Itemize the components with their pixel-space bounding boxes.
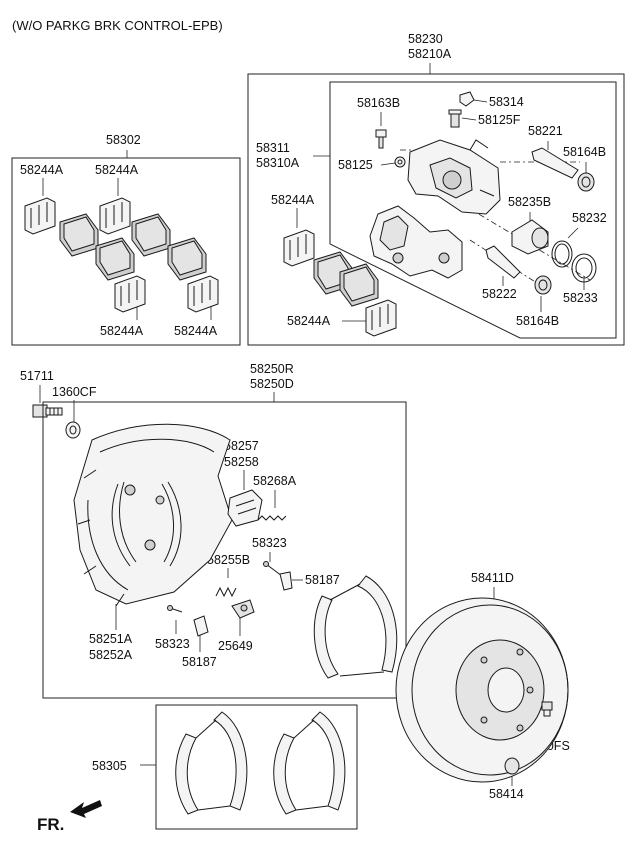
bolt-code[interactable]: 51711 [20, 369, 54, 383]
spring-58255B [215, 586, 237, 598]
pin-58323-top [263, 561, 283, 577]
caliper-pad-label-bottom[interactable]: 58244A [287, 314, 331, 328]
part-58251A-label[interactable]: 58251A [89, 632, 133, 646]
part-58268A-label[interactable]: 58268A [253, 474, 297, 488]
part-58257-label[interactable]: 58257 [224, 439, 259, 453]
retainer-58187-right [279, 571, 293, 591]
cap-58314 [459, 91, 475, 107]
backing-code-1[interactable]: 58250R [250, 362, 294, 376]
caliper-code-2[interactable]: 58210A [408, 47, 452, 61]
caliper-pad-clip-2 [365, 299, 397, 337]
caliper-outer-frame [247, 73, 625, 346]
pad-clip-2 [99, 197, 131, 235]
disc-bolt [541, 701, 553, 717]
pin-58323-bottom [167, 605, 183, 613]
part-58164B-top-label[interactable]: 58164B [563, 145, 606, 159]
guide-pin-58221 [531, 147, 579, 179]
part-58323-bottom-label[interactable]: 58323 [155, 637, 190, 651]
seal-58232 [551, 240, 573, 268]
caliper-sub-code-1[interactable]: 58311 [256, 141, 290, 155]
hub-washer [65, 421, 81, 439]
caliper-pads: 58244A 58244A [271, 193, 397, 337]
backing-plate [73, 423, 233, 607]
lever-25649 [231, 599, 255, 619]
part-58258-label[interactable]: 58258 [224, 455, 259, 469]
front-arrow-icon [70, 800, 102, 818]
front-label: FR. [37, 815, 64, 834]
part-58187-bottom-label[interactable]: 58187 [182, 655, 217, 669]
part-58252A-label[interactable]: 58252A [89, 648, 133, 662]
diagram-title: (W/O PARKG BRK CONTROL-EPB) [12, 18, 223, 33]
parking-shoe-in-group [313, 575, 398, 679]
caliper-pad-label-top[interactable]: 58244A [271, 193, 315, 207]
pad-group: 58302 58244A 58244A 58244A 58244A [11, 133, 241, 346]
brake-pad-3 [95, 237, 135, 281]
brake-pad-2 [131, 213, 171, 257]
pad-label-top-right[interactable]: 58244A [95, 163, 139, 177]
shoe-kit-code[interactable]: 58305 [92, 759, 127, 773]
caliper-pad-clip-1 [283, 229, 315, 267]
part-58221-label[interactable]: 58221 [528, 124, 563, 138]
guide-pin-58222 [485, 245, 521, 279]
backing-code-2[interactable]: 58250D [250, 377, 294, 391]
brake-disc [395, 597, 569, 783]
piston-58235B [511, 219, 549, 255]
parking-shoe-set-1 [175, 711, 248, 815]
installed-parking-shoes [111, 481, 182, 567]
pad-group-frame [11, 157, 241, 346]
part-58187-right-label[interactable]: 58187 [305, 573, 340, 587]
parking-shoe-set-2 [273, 711, 346, 815]
part-58232-label[interactable]: 58232 [572, 211, 607, 225]
disc-code[interactable]: 58411D [471, 571, 514, 585]
retainer-58187-bottom [193, 615, 209, 637]
boot-58164B-bottom [534, 275, 552, 295]
adjuster-58257 [227, 489, 263, 527]
spring-58268A [257, 515, 287, 521]
part-58314-label[interactable]: 58314 [489, 95, 524, 109]
part-25649-label[interactable]: 25649 [218, 639, 253, 653]
hub-bolt [32, 404, 63, 418]
shoe-kit-group: 58305 [92, 704, 358, 830]
part-58164B-bottom-label[interactable]: 58164B [516, 314, 559, 328]
pad-label-bottom-right[interactable]: 58244A [174, 324, 218, 338]
caliper-inner-frame [329, 81, 617, 339]
part-58323-top-label[interactable]: 58323 [252, 536, 287, 550]
brake-disc-group: 58411D 1220FS 58414 [395, 571, 570, 801]
pad-label-bottom-left[interactable]: 58244A [100, 324, 144, 338]
disc-cap-code[interactable]: 58414 [489, 787, 524, 801]
brake-pad-1 [59, 213, 99, 257]
caliper-sub-code-2[interactable]: 58310A [256, 156, 300, 170]
pad-clip-1 [24, 197, 56, 235]
part-58235B-label[interactable]: 58235B [508, 195, 551, 209]
caliper-pad-2 [339, 263, 379, 307]
part-58233-label[interactable]: 58233 [563, 291, 598, 305]
front-direction-marker: FR. [37, 800, 102, 834]
pad-clip-3 [114, 275, 146, 313]
caliper-code-1[interactable]: 58230 [408, 32, 443, 46]
part-58125F-label[interactable]: 58125F [478, 113, 521, 127]
backing-plate-group: 58250R 58250D 58257 58258 58268A 58323 5… [42, 362, 407, 699]
boot-58164B-top [577, 172, 595, 192]
part-58125-label[interactable]: 58125 [338, 158, 373, 172]
caliper-housing [407, 139, 501, 215]
backing-plate-frame [42, 401, 407, 699]
hub-bolt-group: 51711 1360CF [20, 369, 97, 439]
caliper-group: 58230 58210A 58311 58310A 58314 58163B 5… [247, 32, 625, 346]
disc-cap [504, 757, 520, 775]
seal-58233 [571, 253, 597, 283]
pad-label-top-left[interactable]: 58244A [20, 163, 64, 177]
shoe-kit-frame [155, 704, 358, 830]
washer-code[interactable]: 1360CF [52, 385, 97, 399]
caliper-carrier [369, 205, 463, 279]
pad-clip-4 [187, 275, 219, 313]
brake-pad-4 [167, 237, 207, 281]
screw-58125F [448, 109, 462, 128]
part-58222-label[interactable]: 58222 [482, 287, 517, 301]
part-58255B-label[interactable]: 58255B [207, 553, 250, 567]
washer-58125 [394, 156, 406, 168]
part-58163B-label[interactable]: 58163B [357, 96, 400, 110]
bolt-58163B [375, 129, 387, 149]
pad-group-code[interactable]: 58302 [106, 133, 141, 147]
